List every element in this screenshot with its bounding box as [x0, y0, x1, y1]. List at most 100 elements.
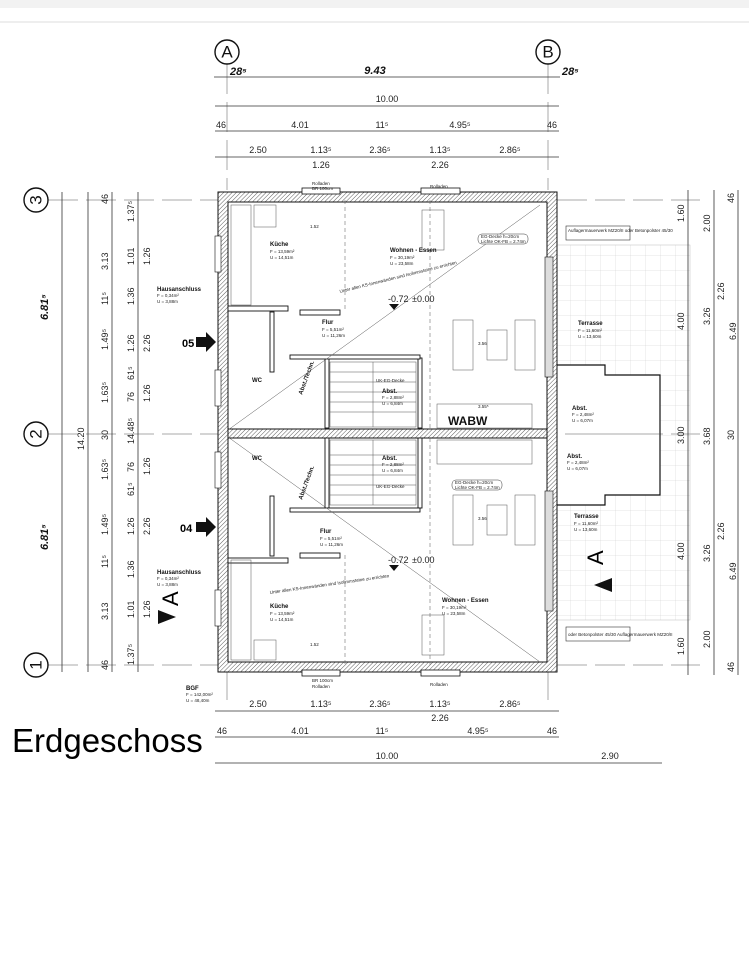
svg-text:1.37⁵: 1.37⁵ — [126, 200, 136, 222]
svg-text:Rolladen: Rolladen — [312, 684, 330, 689]
svg-text:Hausanschluss: Hausanschluss — [157, 570, 202, 576]
svg-text:14.48⁵: 14.48⁵ — [126, 417, 136, 444]
svg-text:11⁵: 11⁵ — [375, 726, 388, 736]
svg-text:BR 100cm: BR 100cm — [312, 186, 333, 191]
svg-text:Rolladen: Rolladen — [430, 682, 448, 687]
axis-lines — [48, 64, 700, 700]
svg-text:-0.72: -0.72 — [388, 294, 409, 304]
page-top-band — [0, 0, 749, 8]
svg-text:3.00: 3.00 — [676, 426, 686, 444]
svg-text:3.55⁵: 3.55⁵ — [478, 404, 489, 409]
svg-text:U = 14,51m: U = 14,51m — [270, 255, 294, 260]
svg-text:Rolladen: Rolladen — [312, 181, 330, 186]
svg-text:U = 6,07m: U = 6,07m — [567, 466, 588, 471]
svg-text:1.36: 1.36 — [126, 287, 136, 305]
svg-text:6.81⁵: 6.81⁵ — [39, 524, 51, 550]
svg-text:1.49⁵: 1.49⁵ — [100, 513, 110, 535]
svg-text:UK-EG-Decke: UK-EG-Decke — [376, 378, 405, 383]
svg-text:1.37⁵: 1.37⁵ — [126, 643, 136, 665]
svg-text:1.01: 1.01 — [126, 247, 136, 265]
svg-text:1.26: 1.26 — [142, 384, 152, 402]
svg-text:F = 2,48m²: F = 2,48m² — [572, 412, 594, 417]
left-dimensions: 6.81⁵ 6.81⁵ 14.20 46 3.13 11⁵ 1.49⁵ 1.63… — [39, 192, 152, 672]
svg-text:U = 14,51m: U = 14,51m — [270, 617, 294, 622]
svg-text:UK-EG-Decke: UK-EG-Decke — [376, 484, 405, 489]
svg-text:2.86⁵: 2.86⁵ — [499, 699, 521, 709]
svg-text:76: 76 — [126, 392, 136, 402]
svg-text:30: 30 — [726, 430, 736, 440]
axis-bubble-2: 2 — [23, 421, 49, 447]
svg-text:U = 6,84m: U = 6,84m — [382, 401, 403, 406]
svg-text:2.36⁵: 2.36⁵ — [369, 699, 391, 709]
svg-text:11⁵: 11⁵ — [100, 292, 110, 305]
svg-text:4.01: 4.01 — [291, 120, 309, 130]
svg-text:1.26: 1.26 — [142, 600, 152, 618]
svg-text:1.26: 1.26 — [312, 160, 330, 170]
svg-text:1.13⁵: 1.13⁵ — [310, 699, 332, 709]
svg-text:U = 13,60m: U = 13,60m — [578, 334, 602, 339]
svg-text:U = 11,26m: U = 11,26m — [322, 333, 345, 338]
room-labels: Küche F = 13,59m² U = 14,51m Küche F = 1… — [157, 181, 529, 703]
svg-text:11⁵: 11⁵ — [375, 120, 388, 130]
axis-bubble-a: A — [214, 39, 240, 65]
svg-text:3.68: 3.68 — [702, 427, 712, 445]
svg-text:4.95⁵: 4.95⁵ — [449, 120, 471, 130]
svg-text:F = 2,88m²: F = 2,88m² — [382, 395, 404, 400]
svg-text:WC: WC — [252, 378, 263, 384]
svg-text:F = 142,00m²: F = 142,00m² — [186, 692, 213, 697]
svg-text:F = 0,34m²: F = 0,34m² — [157, 293, 179, 298]
drawing-title: Erdgeschoss — [12, 722, 203, 759]
svg-text:Wohnen - Essen: Wohnen - Essen — [390, 248, 437, 254]
svg-text:04: 04 — [180, 523, 193, 535]
section-marker-right: A — [583, 550, 612, 592]
svg-text:U = 6,84m: U = 6,84m — [382, 468, 403, 473]
svg-text:U = 23,58m: U = 23,58m — [442, 611, 466, 616]
right-dimensions: 1.60 4.00 3.00 4.00 1.60 2.00 3.26 3.68 … — [676, 190, 739, 675]
svg-text:1.60: 1.60 — [676, 637, 686, 655]
svg-text:U = 48,40m: U = 48,40m — [186, 698, 210, 703]
svg-text:9.43: 9.43 — [364, 65, 385, 77]
section-marker-left: A — [158, 591, 183, 624]
svg-text:Lichte OK-FB = 2.74m: Lichte OK-FB = 2.74m — [481, 239, 526, 244]
svg-text:F = 13,59m²: F = 13,59m² — [270, 249, 295, 254]
top-dimensions: 28⁵ 28⁵ 9.43 10.00 46 4.01 11⁵ 4.95⁵ 46 … — [214, 65, 579, 170]
svg-text:U = 3,88m: U = 3,88m — [157, 582, 178, 587]
axis-bubble-3: 3 — [23, 187, 49, 213]
svg-text:46: 46 — [217, 726, 227, 736]
svg-text:3.56: 3.56 — [478, 341, 487, 346]
svg-text:F = 30,19m²: F = 30,19m² — [390, 255, 415, 260]
svg-text:Terrasse: Terrasse — [578, 321, 603, 327]
svg-text:WC: WC — [252, 456, 263, 462]
svg-text:46: 46 — [100, 660, 110, 670]
svg-text:F = 30,19m²: F = 30,19m² — [442, 605, 467, 610]
svg-text:Abst.: Abst. — [382, 389, 397, 395]
svg-text:U = 13,60m: U = 13,60m — [574, 527, 598, 532]
level-markers: -0.72 ±0.00 -0.72 ±0.00 — [388, 294, 434, 571]
svg-text:F = 13,59m²: F = 13,59m² — [270, 611, 295, 616]
svg-text:Unter allen KS-Innenwänden sin: Unter allen KS-Innenwänden sind Isolimms… — [269, 573, 390, 595]
svg-text:1.52: 1.52 — [310, 224, 319, 229]
svg-text:2.50: 2.50 — [249, 145, 267, 155]
svg-text:1.13⁵: 1.13⁵ — [310, 145, 332, 155]
svg-text:10.00: 10.00 — [376, 751, 399, 761]
svg-text:76: 76 — [126, 462, 136, 472]
svg-text:46: 46 — [100, 194, 110, 204]
svg-text:F = 2,88m²: F = 2,88m² — [382, 462, 404, 467]
svg-text:61⁵: 61⁵ — [126, 482, 136, 496]
svg-text:Auflagermauerwerk MZ20/II oder: Auflagermauerwerk MZ20/II oder Betonpols… — [568, 228, 673, 233]
svg-text:1.36: 1.36 — [126, 560, 136, 578]
svg-text:U = 3,88m: U = 3,88m — [157, 299, 178, 304]
svg-text:B: B — [542, 43, 553, 62]
svg-text:1.63⁵: 1.63⁵ — [100, 458, 110, 480]
svg-text:10.00: 10.00 — [376, 94, 399, 104]
svg-text:U = 11,26m: U = 11,26m — [320, 542, 343, 547]
svg-text:2.86⁵: 2.86⁵ — [499, 145, 521, 155]
svg-text:4.00: 4.00 — [676, 312, 686, 330]
svg-text:EG-Decke h=20cm: EG-Decke h=20cm — [481, 234, 519, 239]
svg-text:1.13⁵: 1.13⁵ — [429, 145, 451, 155]
svg-text:1.26: 1.26 — [142, 457, 152, 475]
svg-text:2.26: 2.26 — [142, 517, 152, 535]
svg-text:BGF: BGF — [186, 686, 199, 692]
svg-text:2.26: 2.26 — [142, 334, 152, 352]
